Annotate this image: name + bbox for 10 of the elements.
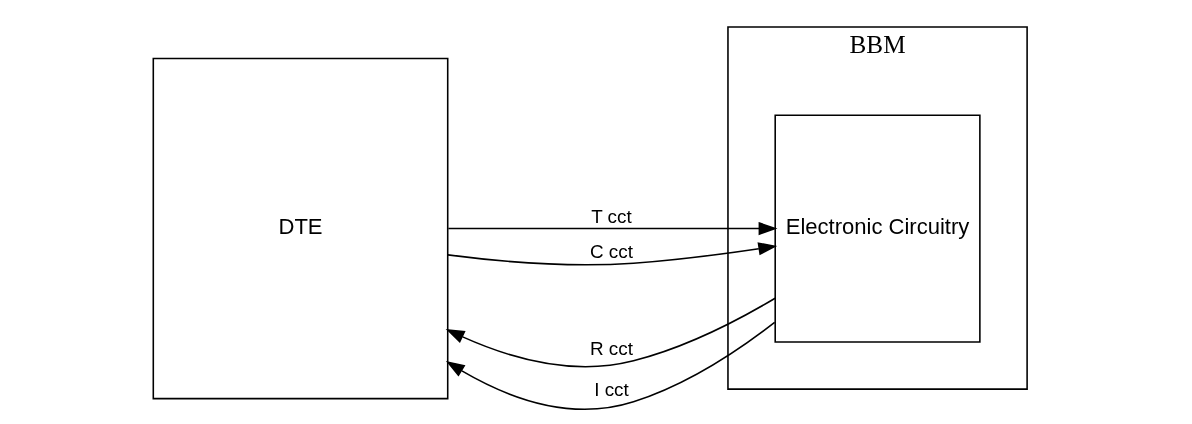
arrow <box>447 221 777 236</box>
arrow <box>446 242 777 266</box>
edge-label: I cct <box>593 379 629 401</box>
node-box: Electronic Circuitry <box>773 114 981 343</box>
edge-label: T cct <box>590 206 632 228</box>
edge-label: C cct <box>589 240 633 262</box>
arrow <box>445 321 775 410</box>
arrow <box>445 297 776 368</box>
edge-label: R cct <box>589 338 633 360</box>
node-box: DTE <box>152 57 448 400</box>
